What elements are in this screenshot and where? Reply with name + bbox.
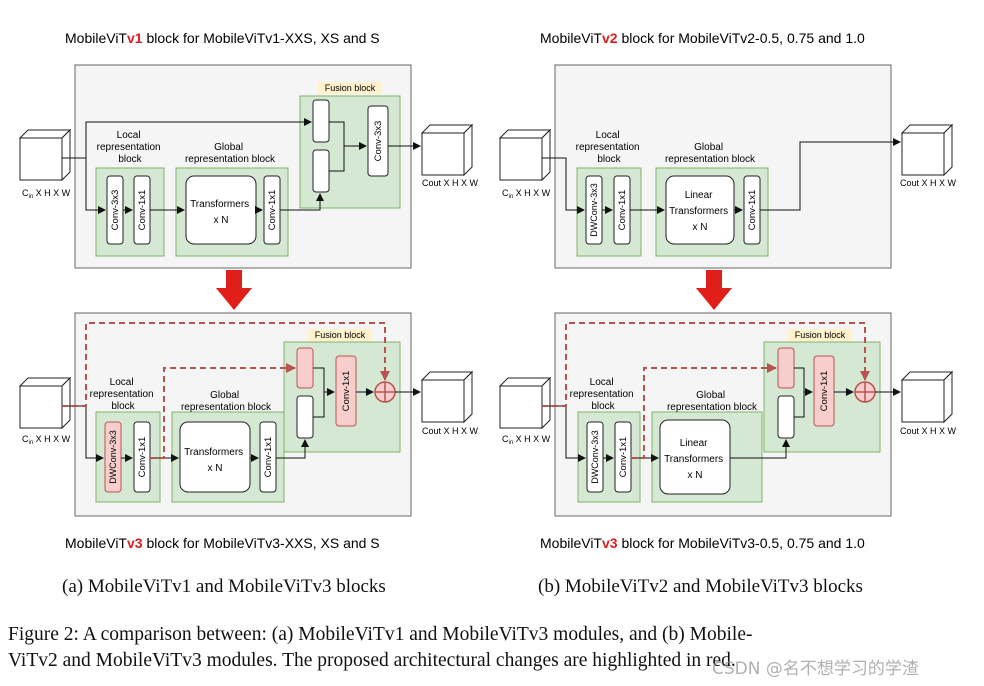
dwconv3x3-text: DWConv-3x3 [108, 430, 118, 484]
input-tensor-label: Cin X H X W [22, 434, 71, 446]
input-tensor-cube [18, 128, 72, 182]
global-block-label: Global representation block [665, 142, 756, 165]
fusion-block-tag [788, 329, 852, 341]
fusion-block-label: Fusion block [325, 83, 376, 93]
fusion-block-tag [318, 82, 382, 94]
conv1x1-text: Conv-1x1 [137, 190, 148, 231]
fusion-block-tag [308, 329, 372, 341]
input-tensor-label: Cin X H X W [502, 434, 551, 446]
transformers-box [179, 421, 251, 493]
panel-a-bottom-title: MobileViTv3 block for MobileViTv3-XXS, X… [65, 535, 380, 551]
conv1x1-out-text: Conv-1x1 [747, 190, 758, 231]
conv1x1-out-box [259, 421, 277, 493]
fusion-input-top-new [296, 347, 314, 389]
fusion-input-top [312, 99, 330, 143]
v3-new-connections-a [62, 322, 390, 459]
dwconv3x3-box [104, 421, 122, 493]
global-block-label: Global representation block [667, 390, 758, 413]
fusion-input-bottom [296, 395, 314, 439]
fusion-conv-box [367, 105, 389, 177]
output-tensor-label: Cout X H X W [422, 178, 479, 188]
transition-arrow-a [216, 270, 252, 310]
output-tensor-cube [420, 370, 474, 424]
v1-arrows [62, 118, 421, 214]
conv1x1-out-text: Conv-1x1 [263, 437, 274, 478]
transformers-box [185, 175, 257, 245]
v3-new-connections-b [542, 322, 870, 459]
residual-add-icon [374, 381, 396, 403]
input-tensor-label: Cin X H X W [22, 188, 71, 200]
input-tensor-cube [498, 376, 552, 430]
panel-b-top-title: MobileViTv2 block for MobileViTv2-0.5, 0… [540, 30, 865, 46]
fusion-conv-box [335, 355, 357, 427]
panel-b-caption: (b) MobileViTv2 and MobileViTv3 blocks [538, 576, 863, 597]
fusion-input-top-new [777, 347, 795, 389]
fusion-conv-text: Conv-1x1 [341, 371, 352, 412]
panel-a-caption: (a) MobileViTv1 and MobileViTv3 blocks [62, 576, 386, 597]
mobilevitv3-block-a: Cin X H X W Local representation block D… [18, 312, 479, 517]
global-block-label: Global representation block [181, 390, 272, 413]
conv1x1-out-text: Conv-1x1 [267, 190, 278, 231]
local-block-label: Local representation block [90, 377, 157, 412]
linear-transformers-text: Linear Transformers x N [669, 190, 731, 233]
output-tensor-label: Cout X H X W [900, 426, 957, 436]
fusion-block-label: Fusion block [315, 330, 366, 340]
conv1x1-text: Conv-1x1 [137, 437, 148, 478]
transition-arrow-b [696, 270, 732, 310]
output-tensor-cube [900, 370, 954, 424]
fusion-conv-text: Conv-1x1 [819, 371, 830, 412]
dwconv3x3-box [586, 421, 604, 493]
fusion-block-label: Fusion block [795, 330, 846, 340]
watermark: CSDN @名不想学习的学渣 [712, 659, 919, 679]
output-tensor-label: Cout X H X W [900, 178, 957, 188]
panel-b-bottom-title: MobileViTv3 block for MobileViTv3-0.5, 0… [540, 535, 865, 551]
fusion-conv-box [813, 355, 835, 427]
fusion-input-bottom [777, 395, 795, 439]
linear-transformers-box [659, 419, 731, 495]
output-tensor-label: Cout X H X W [422, 426, 479, 436]
conv1x1-text: Conv-1x1 [617, 190, 628, 231]
input-tensor-label: Cin X H X W [502, 188, 551, 200]
fusion-conv-text: Conv-3x3 [373, 121, 384, 162]
dwconv3x3-text: DWConv-3x3 [590, 430, 600, 484]
linear-transformers-text: Linear Transformers x N [664, 438, 726, 481]
input-tensor-cube [18, 376, 72, 430]
local-block-label: Local representation block [570, 377, 637, 412]
residual-add-icon [854, 381, 876, 403]
local-block-label: Local representation block [97, 130, 164, 165]
input-tensor-cube [498, 128, 552, 182]
panel-a-top-title: MobileViTv1 block for MobileViTv1-XXS, X… [65, 30, 380, 46]
mobilevitv2-block: Cin X H X W Local representation block D… [498, 64, 957, 269]
output-tensor-cube [420, 123, 474, 177]
figure-caption-line-2: ViTv2 and MobileViTv3 modules. The propo… [8, 650, 736, 671]
transformers-text: Transformers x N [190, 199, 252, 226]
figure-caption-line-1: Figure 2: A comparison between: (a) Mobi… [8, 624, 753, 645]
mobilevitv1-block: Cin X H X W Local representation block C… [18, 64, 479, 269]
transformers-text: Transformers x N [184, 447, 246, 474]
local-block-label: Local representation block [576, 130, 643, 165]
global-block-label: Global representation block [185, 142, 276, 165]
conv1x1-text: Conv-1x1 [618, 437, 629, 478]
local-representation-block [95, 167, 165, 257]
output-tensor-cube [900, 123, 954, 177]
conv3x3-text: Conv-3x3 [110, 190, 121, 231]
mobilevitv3-block-b: Cin X H X W Local representation block D… [498, 312, 957, 517]
dwconv3x3-text: DWConv-3x3 [589, 183, 599, 237]
fusion-input-bottom [312, 149, 330, 193]
v2-arrows [542, 138, 901, 214]
